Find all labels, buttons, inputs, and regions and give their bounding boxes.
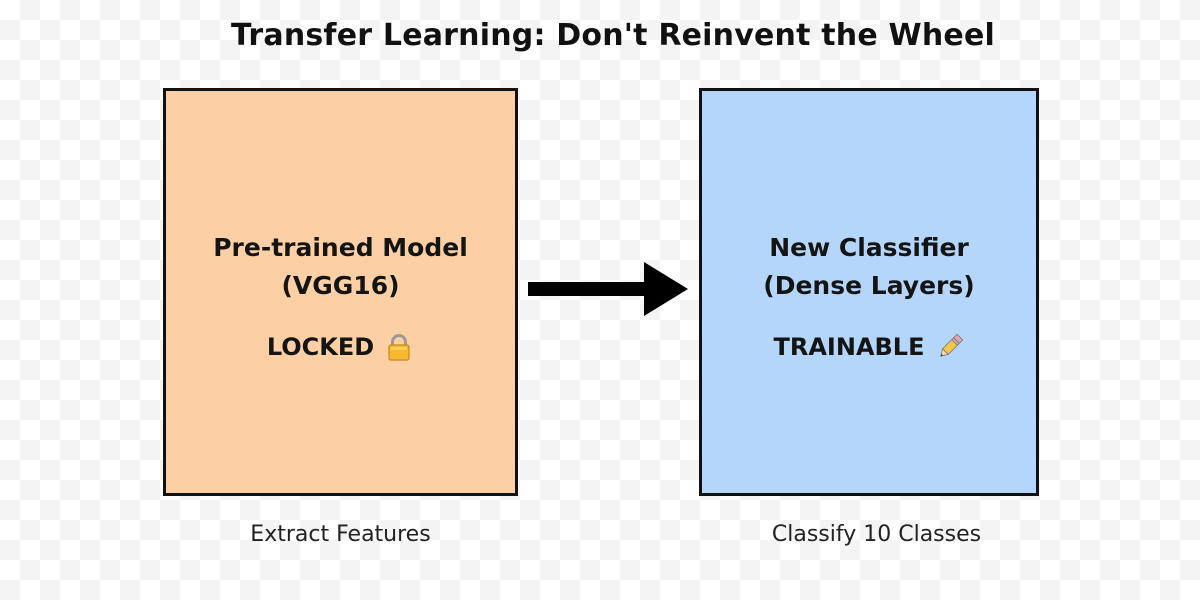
pretrained-model-name: Pre-trained Model — [213, 233, 468, 262]
extract-features-caption: Extract Features — [250, 522, 431, 547]
new-classifier-subname: (Dense Layers) — [763, 271, 975, 300]
new-classifier-name: New Classifier — [769, 233, 969, 262]
flow-arrow — [528, 262, 688, 316]
new-classifier-status: TRAINABLE — [702, 330, 1036, 364]
classify-classes-caption: Classify 10 Classes — [771, 522, 982, 547]
pretrained-model-subname: (VGG16) — [281, 271, 400, 300]
pretrained-model-content: Pre-trained Model (VGG16) LOCKED — [166, 229, 515, 364]
diagram-title: Transfer Learning: Don't Reinvent the Wh… — [231, 18, 995, 53]
trainable-label: TRAINABLE — [773, 333, 925, 361]
new-classifier-box: New Classifier (Dense Layers) TRAINABLE — [699, 88, 1039, 496]
new-classifier-content: New Classifier (Dense Layers) TRAINABLE — [702, 229, 1036, 364]
lock-icon — [384, 332, 414, 362]
pretrained-model-status: LOCKED — [166, 330, 515, 364]
pretrained-model-box: Pre-trained Model (VGG16) LOCKED — [163, 88, 518, 496]
pencil-icon — [935, 332, 965, 362]
locked-label: LOCKED — [266, 333, 375, 361]
